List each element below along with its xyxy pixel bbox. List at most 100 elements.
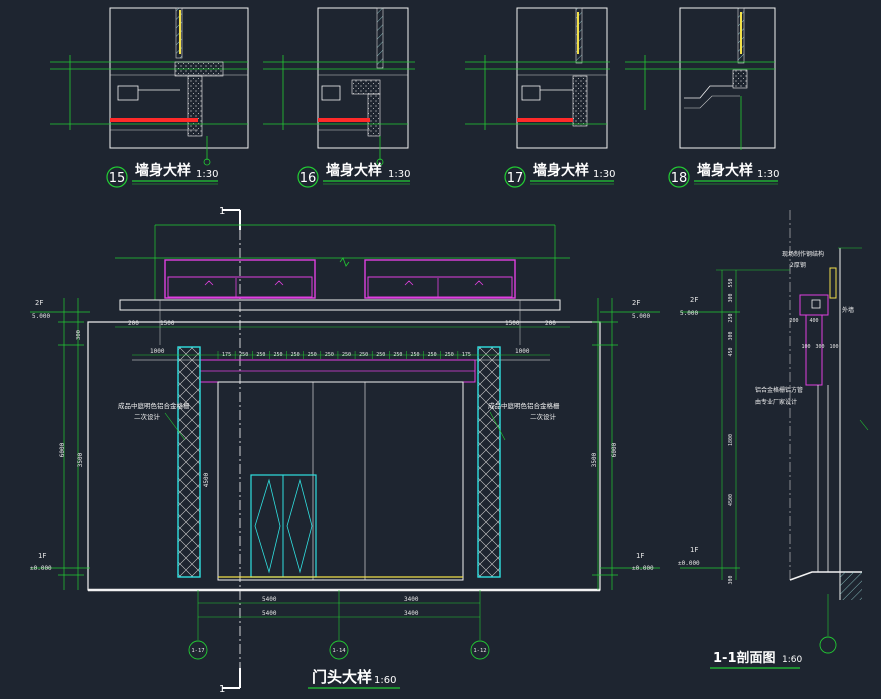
section-small-dim-2: 100 (801, 344, 810, 350)
detail-18-title-text: 墙身大样 (697, 162, 753, 179)
dim-center-height: 4500 (203, 472, 210, 487)
spaced-dim-1: 250 (239, 352, 248, 358)
dim-second-2: 1000 (515, 348, 530, 355)
detail-18-number: 18 (671, 171, 688, 186)
detail-15-title: 15 墙身大样 1:30 (106, 162, 218, 188)
detail-17-title: 17 墙身大样 1:30 (504, 162, 615, 188)
left-grille (177, 346, 201, 578)
section-1-1: 550 300 250 300 450 1800 4500 300 2F 5.000 1F ±… (678, 210, 869, 669)
section-wall-note: 外墙 (842, 306, 854, 314)
level-2f-right-value: 5.000 (632, 313, 650, 320)
level-1f-left-value: ±0.000 (30, 565, 52, 572)
note-left-line1: 成品中庭明色铝合金格栅 (118, 401, 190, 410)
section-vdim-2: 250 (728, 313, 734, 322)
note-left-line2: 二次设计 (134, 412, 161, 421)
spaced-dim-0: 175 (222, 352, 231, 358)
section-note-top-2: 2厚钢 (790, 261, 806, 269)
section-title: 1-1剖面图 (713, 650, 776, 666)
detail-15-number: 15 (109, 171, 126, 186)
right-grille (477, 346, 501, 578)
axis-bubble-1-17 (188, 640, 208, 660)
detail-15-title-text: 墙身大样 (135, 162, 191, 179)
detail-18 (625, 7, 776, 150)
section-scale: 1:60 (782, 655, 802, 665)
dim-top-3: 1500 (505, 320, 520, 327)
spaced-dim-13: 250 (445, 352, 454, 358)
section-level-1f-value: ±0.000 (678, 560, 700, 567)
note-right-line2: 二次设计 (530, 412, 557, 421)
spaced-dim-10: 250 (393, 352, 402, 358)
section-note-top-1: 现场制作钢结构 (782, 250, 824, 258)
level-1f-right-label: 1F (636, 552, 644, 560)
spaced-dim-8: 250 (359, 352, 368, 358)
detail-16-number: 16 (300, 171, 317, 186)
dim-bottom-1b: 3400 (404, 596, 419, 603)
dim-top-1: 200 (128, 320, 139, 327)
detail-18-scale: 1:30 (757, 169, 779, 180)
spaced-dim-5: 250 (308, 352, 317, 358)
section-vdim-4: 450 (728, 347, 734, 356)
section-axis-bubble (819, 636, 837, 654)
dim-band-left: 300 (76, 330, 82, 340)
dim-bottom-2a: 5400 (262, 610, 277, 617)
section-small-dim-4: 100 (829, 344, 838, 350)
axis-bubble-1-14 (329, 640, 349, 660)
spaced-dim-7: 250 (342, 352, 351, 358)
level-1f-left-label: 1F (38, 552, 46, 560)
main-elevation: 1 1 (30, 206, 660, 695)
dim-second-1: 1000 (150, 348, 165, 355)
spaced-dim-12: 250 (428, 352, 437, 358)
detail-15 (50, 7, 249, 166)
axis-bubble-1-12 (470, 640, 490, 660)
spaced-dim-14: 175 (462, 352, 471, 358)
detail-16-scale: 1:30 (388, 169, 410, 180)
section-small-dim-1: 400 (809, 318, 818, 324)
section-mark-top: 1 (219, 206, 225, 217)
dim-total-left: 6000 (59, 442, 66, 457)
section-vdim-3: 300 (728, 331, 734, 340)
detail-15-scale: 1:30 (196, 169, 218, 180)
elevation-title: 门头大样 (312, 668, 372, 686)
note-right-line1: 成品中庭明色铝合金格栅 (488, 401, 560, 410)
axis-label-1-14: 1-14 (332, 648, 346, 654)
detail-17 (465, 7, 610, 149)
section-note-mid-2: 由专业厂家设计 (755, 398, 797, 406)
level-1f-right-value: ±0.000 (632, 565, 654, 572)
dim-height-left: 3500 (77, 452, 84, 467)
section-vdim-7: 300 (728, 575, 734, 584)
detail-17-number: 17 (507, 171, 524, 186)
section-level-1f-label: 1F (690, 546, 698, 554)
section-mark-bottom: 1 (219, 684, 225, 695)
spaced-dim-2: 250 (256, 352, 265, 358)
section-vdim-5: 1800 (728, 434, 734, 446)
elevation-scale: 1:60 (374, 675, 396, 686)
dim-bottom-1a: 5400 (262, 596, 277, 603)
section-level-2f-value: 5.000 (680, 310, 698, 317)
axis-label-1-12: 1-12 (473, 648, 486, 654)
section-small-dim-0: 200 (789, 318, 798, 324)
spaced-dim-4: 250 (291, 352, 300, 358)
section-small-dim-3: 300 (815, 344, 824, 350)
level-2f-left-label: 2F (35, 299, 43, 307)
section-vdim-6: 4500 (728, 494, 734, 506)
dim-bottom-2b: 3400 (404, 610, 419, 617)
spaced-dim-9: 250 (376, 352, 385, 358)
dim-height-right: 3500 (591, 452, 598, 467)
level-2f-left-value: 5.000 (32, 313, 50, 320)
dim-top-2: 1500 (160, 320, 175, 327)
section-vdim-0: 550 (728, 278, 734, 287)
detail-17-title-text: 墙身大样 (533, 162, 589, 179)
detail-16-title: 16 墙身大样 1:30 (297, 162, 410, 188)
spaced-dim-6: 250 (325, 352, 334, 358)
detail-16 (263, 7, 415, 166)
detail-16-title-text: 墙身大样 (326, 162, 382, 179)
section-level-2f-label: 2F (690, 296, 698, 304)
detail-18-number-circle (668, 166, 690, 188)
detail-17-scale: 1:30 (593, 169, 615, 180)
detail-16-number-circle (297, 166, 319, 188)
section-note-mid-1: 铝合金格栅铝方管 (755, 386, 803, 394)
level-2f-right-label: 2F (632, 299, 640, 307)
